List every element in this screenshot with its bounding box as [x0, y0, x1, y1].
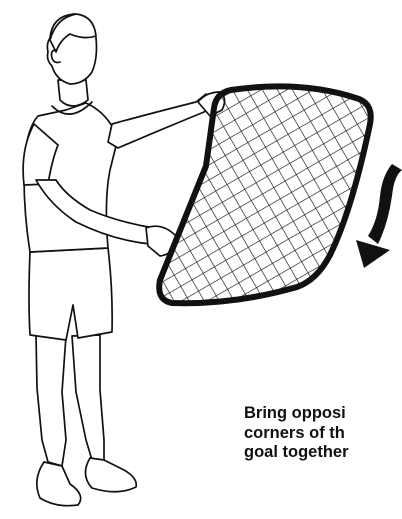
left-leg	[36, 335, 66, 466]
instruction-line-1: Bring opposi	[244, 404, 349, 424]
shorts	[29, 248, 112, 340]
right-leg	[72, 335, 104, 462]
right-foot	[85, 458, 136, 492]
instruction-line-2: corners of th	[244, 424, 349, 444]
left-foot	[37, 462, 81, 506]
curved-arrow-down-icon	[356, 164, 402, 268]
instruction-text: Bring opposi corners of th goal together	[244, 404, 349, 463]
instruction-line-3: goal together	[244, 443, 349, 463]
